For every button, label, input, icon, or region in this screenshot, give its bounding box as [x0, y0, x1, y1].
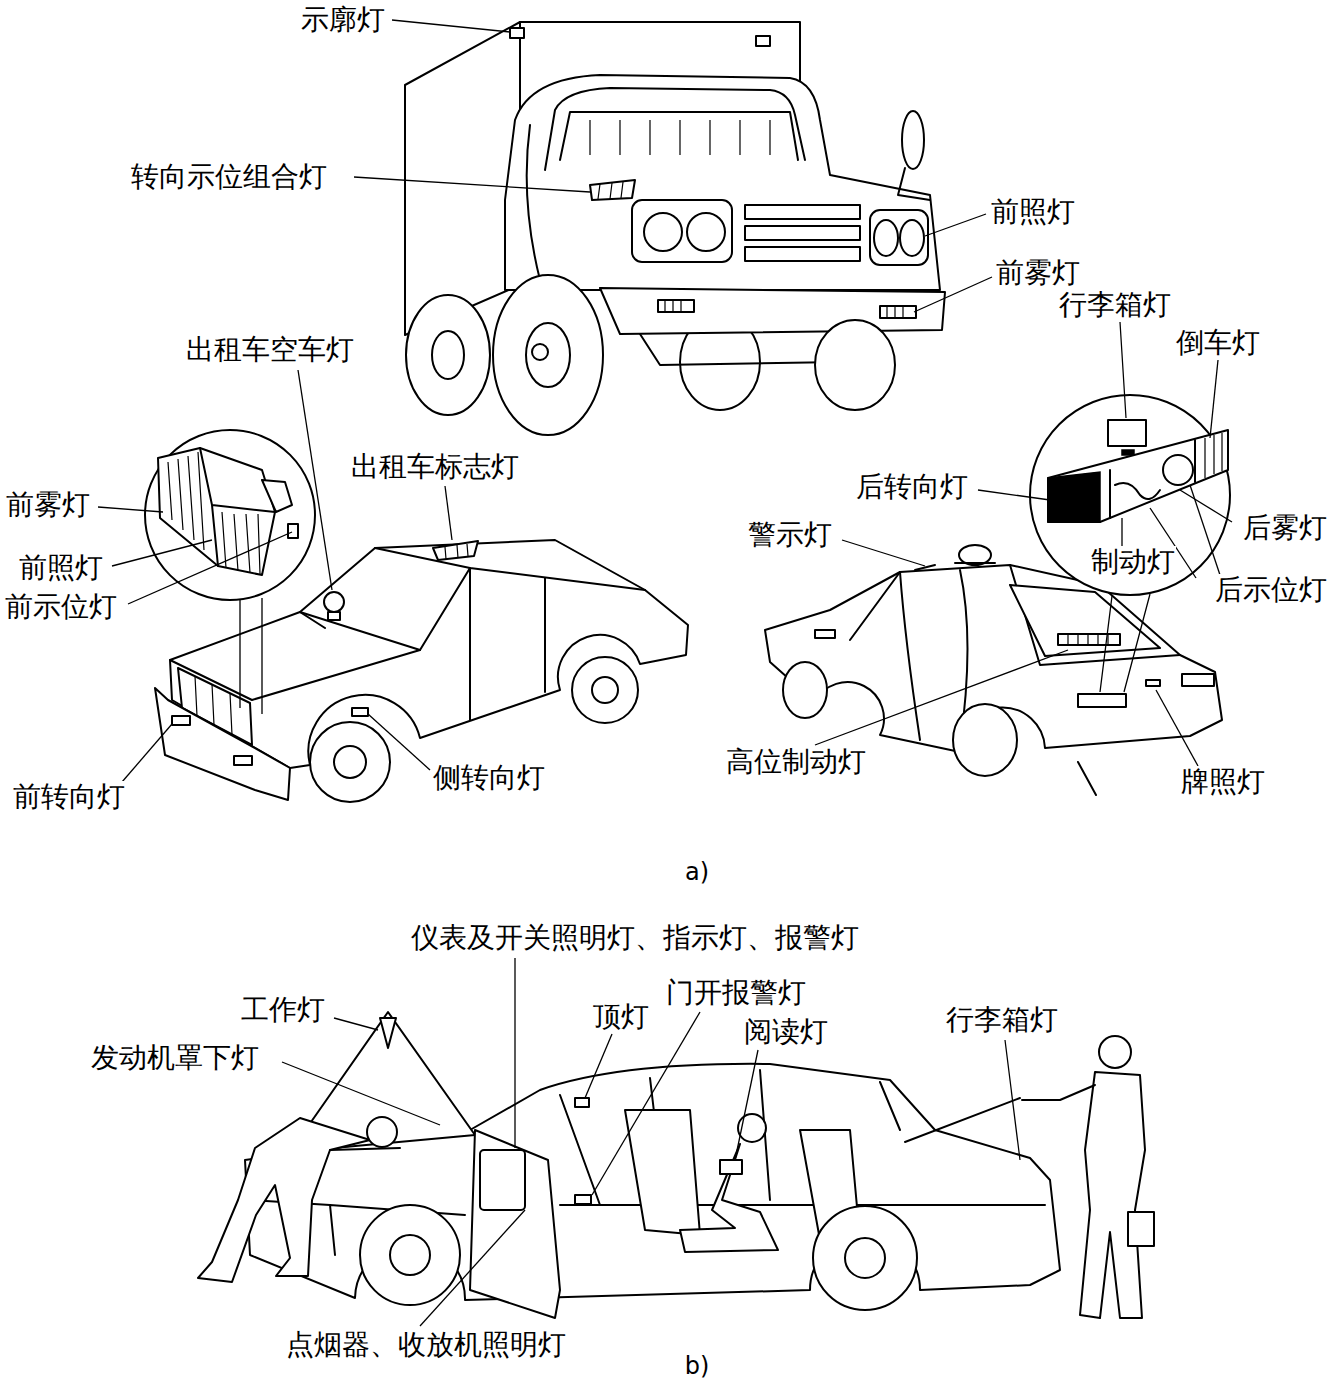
part-label: 发动机罩下灯 — [90, 1042, 260, 1074]
part-label: 仪表及开关照明灯、指示灯、报警灯 — [410, 922, 860, 954]
part-label: 后雾灯 — [1242, 512, 1328, 544]
part-label: 行李箱灯 — [1058, 289, 1172, 321]
part-label: 出租车标志灯 — [350, 451, 520, 483]
part-label: 前示位灯 — [4, 591, 118, 623]
part-label: 前转向灯 — [12, 781, 126, 813]
part-label: 点烟器、收放机照明灯 — [285, 1329, 567, 1361]
part-label: 前雾灯 — [995, 257, 1081, 289]
part-label: 前雾灯 — [5, 489, 91, 521]
part-label: 工作灯 — [240, 994, 326, 1026]
part-label: 阅读灯 — [743, 1016, 829, 1048]
part-label: 倒车灯 — [1175, 327, 1261, 359]
figure-caption: b) — [684, 1353, 711, 1379]
part-label: 侧转向灯 — [432, 762, 546, 794]
part-label: 出租车空车灯 — [185, 334, 355, 366]
part-label: 转向示位组合灯 — [130, 161, 328, 193]
part-label: 后示位灯 — [1214, 574, 1328, 606]
part-label: 顶灯 — [592, 1001, 650, 1033]
part-label: 门开报警灯 — [665, 977, 807, 1009]
car-side-drawing — [198, 958, 1154, 1326]
part-label: 高位制动灯 — [725, 746, 867, 778]
part-label: 前照灯 — [18, 552, 104, 584]
part-label: 示廓灯 — [300, 4, 386, 36]
part-label: 行李箱灯 — [945, 1004, 1059, 1036]
taxi-drawing — [98, 370, 688, 802]
part-label: 牌照灯 — [1180, 766, 1266, 798]
part-label: 前照灯 — [990, 196, 1076, 228]
part-label: 后转向灯 — [855, 471, 969, 503]
truck-drawing — [354, 20, 992, 435]
police-car-drawing — [765, 322, 1232, 795]
part-label: 制动灯 — [1090, 546, 1176, 578]
figure-caption: a) — [684, 859, 710, 885]
part-label: 警示灯 — [747, 519, 833, 551]
